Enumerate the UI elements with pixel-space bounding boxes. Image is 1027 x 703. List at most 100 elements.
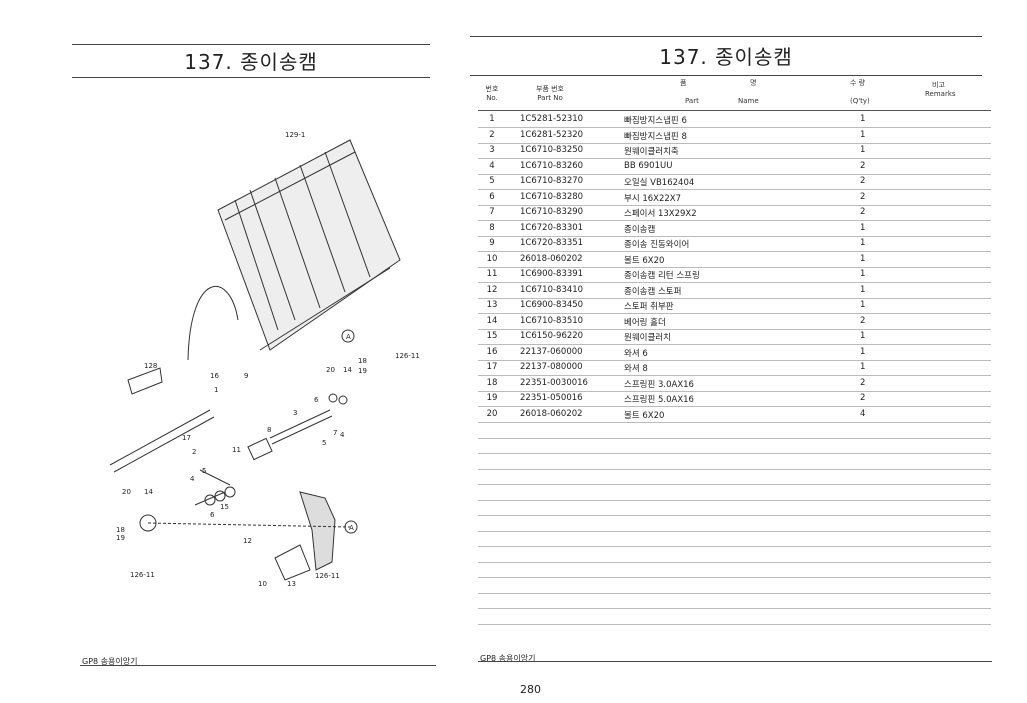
row-part-name: 부시 16X22X7 — [624, 193, 682, 204]
exploded-parts-diagram: 129-1 18 19 126-11 20 14 16 9 1 128 3 6 … — [109, 131, 420, 588]
callout-4: 4 — [340, 431, 345, 439]
row-part-number: 1C6710-83270 — [520, 176, 584, 186]
callout-5b: 5 — [202, 467, 206, 475]
row-part-name: 와셔 8 — [624, 364, 648, 374]
row-part-name: 빠짐방지스냅핀 8 — [624, 131, 687, 142]
row-number: 20 — [486, 408, 498, 419]
row-number: 11 — [486, 269, 498, 279]
row-part-number: 1C6710-83290 — [520, 207, 584, 217]
row-part-name: 스페이서 13X29X2 — [624, 209, 697, 219]
row-part-name: 원웨이클러치축 — [624, 147, 679, 157]
left-page-title: 137. 종이송캠 — [72, 44, 430, 78]
header-remarks-en: Remarks — [925, 90, 956, 98]
right-footer-rule — [478, 661, 992, 662]
row-quantity: 4 — [860, 408, 866, 419]
row-quantity: 1 — [860, 300, 866, 310]
row-part-name: 볼트 6X20 — [624, 410, 665, 421]
empty-row-rule — [478, 623, 991, 625]
row-number: 17 — [486, 362, 498, 372]
table-row: 1 1C5281-52310 빠짐방지스냅핀 6 1 — [478, 112, 991, 128]
row-quantity: 2 — [860, 393, 866, 403]
header-qty-en: (Q'ty) — [850, 97, 870, 105]
callout-18b: 18 — [116, 526, 125, 534]
row-part-name: 스토퍼 취부판 — [624, 302, 674, 312]
left-footer-rule — [80, 665, 436, 666]
empty-row-rule — [478, 608, 991, 609]
row-part-name: 와셔 6 — [624, 348, 648, 359]
callout-14: 14 — [343, 366, 352, 374]
empty-row-rule — [478, 437, 991, 439]
empty-row-rule — [478, 484, 991, 485]
right-page-title: 137. 종이송캠 — [470, 36, 982, 76]
callout-4b: 4 — [190, 475, 195, 483]
row-quantity: 2 — [860, 176, 866, 186]
callout-126-11b: 126-11 — [130, 571, 155, 579]
row-number: 1 — [489, 114, 495, 124]
callout-16: 16 — [210, 372, 219, 380]
row-quantity: 1 — [860, 284, 866, 295]
row-quantity: 2 — [860, 207, 866, 217]
row-number: 2 — [489, 129, 495, 140]
row-part-number: 22137-080000 — [520, 362, 583, 372]
callout-A2: A — [349, 524, 354, 532]
row-part-number: 1C6900-83391 — [520, 269, 584, 279]
row-number: 5 — [489, 176, 495, 186]
header-part-no-ko: 부품 번호 — [536, 85, 564, 93]
header-part-no-en: Part No — [537, 94, 563, 102]
empty-row-rule — [478, 561, 991, 563]
header-part-no: 부품 번호 Part No — [525, 84, 575, 102]
callout-20: 20 — [326, 366, 335, 374]
row-part-number: 26018-060202 — [520, 253, 583, 264]
row-part-name: 종이송 진동와이어 — [624, 240, 690, 250]
shaft-assembly — [109, 367, 351, 581]
row-part-number: 1C6900-83450 — [520, 300, 584, 310]
row-part-number: 1C6720-83351 — [520, 238, 584, 248]
row-number: 15 — [486, 331, 498, 341]
empty-row-rule — [478, 530, 991, 532]
empty-row-rule — [478, 499, 991, 501]
callout-18: 18 — [358, 357, 367, 365]
row-quantity: 1 — [860, 114, 866, 124]
callout-19b: 19 — [116, 534, 125, 542]
table-row: 17 22137-080000 와셔 8 1 — [478, 360, 991, 376]
tray-illustration — [217, 139, 401, 351]
callout-17: 17 — [182, 434, 191, 442]
row-part-name: 원웨이클러치 — [624, 333, 671, 343]
header-name-ko-1: 품 — [680, 79, 687, 87]
empty-row-rule — [478, 515, 991, 516]
row-part-number: 1C6710-83410 — [520, 284, 584, 295]
callout-1: 1 — [214, 386, 218, 394]
row-part-number: 1C6710-83260 — [520, 160, 584, 171]
row-part-number: 1C5281-52310 — [520, 114, 584, 124]
row-part-name: 오일실 VB162404 — [624, 178, 695, 188]
row-quantity: 2 — [860, 377, 866, 388]
callout-13: 13 — [287, 580, 296, 588]
empty-row-rule — [478, 468, 991, 470]
callout-126-11c: 126-11 — [315, 572, 340, 580]
row-part-name: 베어링 홀더 — [624, 317, 666, 328]
callout-12: 12 — [243, 537, 252, 545]
row-quantity: 1 — [860, 362, 866, 372]
row-part-name: 빠짐방지스냅핀 6 — [624, 116, 687, 126]
row-part-number: 1C6281-52320 — [520, 129, 584, 140]
row-number: 12 — [486, 284, 498, 295]
row-part-number: 22137-060000 — [520, 346, 583, 357]
row-part-number: 1C6150-96220 — [520, 331, 584, 341]
callout-19: 19 — [358, 367, 367, 375]
page-number: 280 — [520, 683, 541, 696]
row-quantity: 1 — [860, 145, 866, 155]
left-footer: GP8 송용이앙기 — [82, 657, 138, 666]
right-footer: GP8 송용이앙기 — [480, 654, 536, 663]
empty-row-rule — [478, 577, 991, 578]
row-part-number: 1C6720-83301 — [520, 222, 584, 233]
